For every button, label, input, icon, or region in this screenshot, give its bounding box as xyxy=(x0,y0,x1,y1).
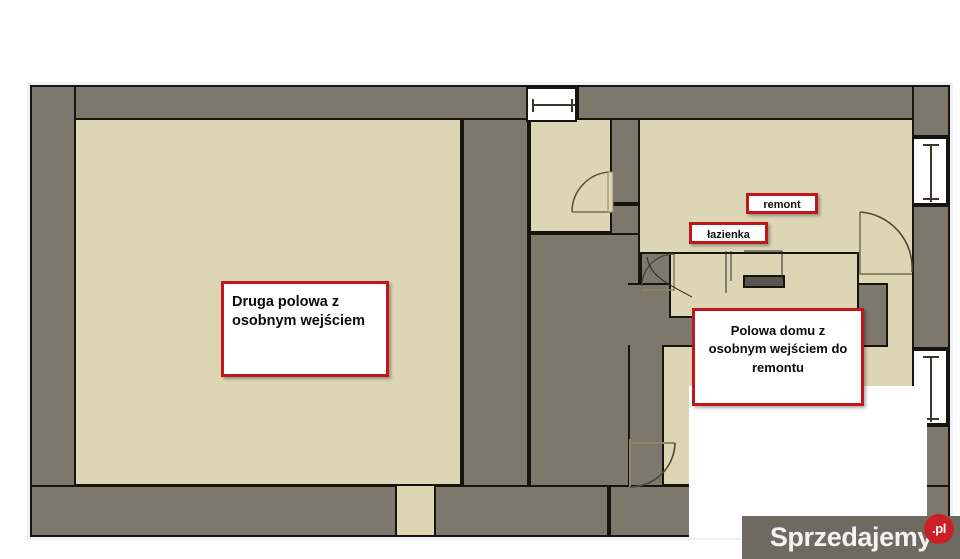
callout-right-half-text: Polowa domu z osobnym wejściem do remont… xyxy=(708,323,848,375)
doorway-bottom-left-gap xyxy=(397,487,434,533)
wall-right-lower-block xyxy=(628,345,664,487)
watermark-tld-badge: .pl xyxy=(924,513,954,544)
wall-perimeter-top-right xyxy=(577,87,948,120)
callout-bathroom-text: łazienka xyxy=(707,229,750,241)
bathtub-fixture xyxy=(743,275,785,288)
callout-right-half: Polowa domu z osobnym wejściem do remont… xyxy=(692,308,864,406)
wall-bath-left xyxy=(610,204,640,235)
callout-remont: remont xyxy=(746,193,818,214)
door-entrance-bottom xyxy=(627,439,687,491)
callout-remont-text: remont xyxy=(763,199,801,211)
callout-right-backing xyxy=(689,386,927,538)
door-right-room xyxy=(854,211,916,284)
leader-lines xyxy=(632,237,832,347)
door-bathroom xyxy=(640,253,682,300)
wall-hall-right xyxy=(610,118,640,204)
watermark-name: Sprzedajemy xyxy=(769,522,933,552)
wall-perimeter-top-left xyxy=(32,87,526,120)
door-hall xyxy=(571,171,632,227)
wall-central-divider xyxy=(462,118,529,517)
watermark: Sprzedajemy.pl xyxy=(742,513,960,559)
wall-perimeter-right-mid xyxy=(912,205,948,349)
callout-bathroom: łazienka xyxy=(689,222,768,244)
wall-perimeter-left xyxy=(32,87,76,535)
callout-left-half-text: Druga polowa z osobnym wejściem xyxy=(232,294,365,330)
wall-corridor-vertical xyxy=(529,233,640,487)
window-top xyxy=(526,87,577,122)
wall-bath-nub xyxy=(640,252,671,285)
wall-perimeter-right-upper xyxy=(912,87,948,137)
callout-left-half: Druga polowa z osobnym wejściem xyxy=(221,281,389,377)
window-right-upper xyxy=(912,137,948,205)
floor-plan xyxy=(30,85,950,538)
wall-perimeter-bottom-left xyxy=(32,485,397,535)
wall-perimeter-bottom-mid xyxy=(434,485,609,535)
